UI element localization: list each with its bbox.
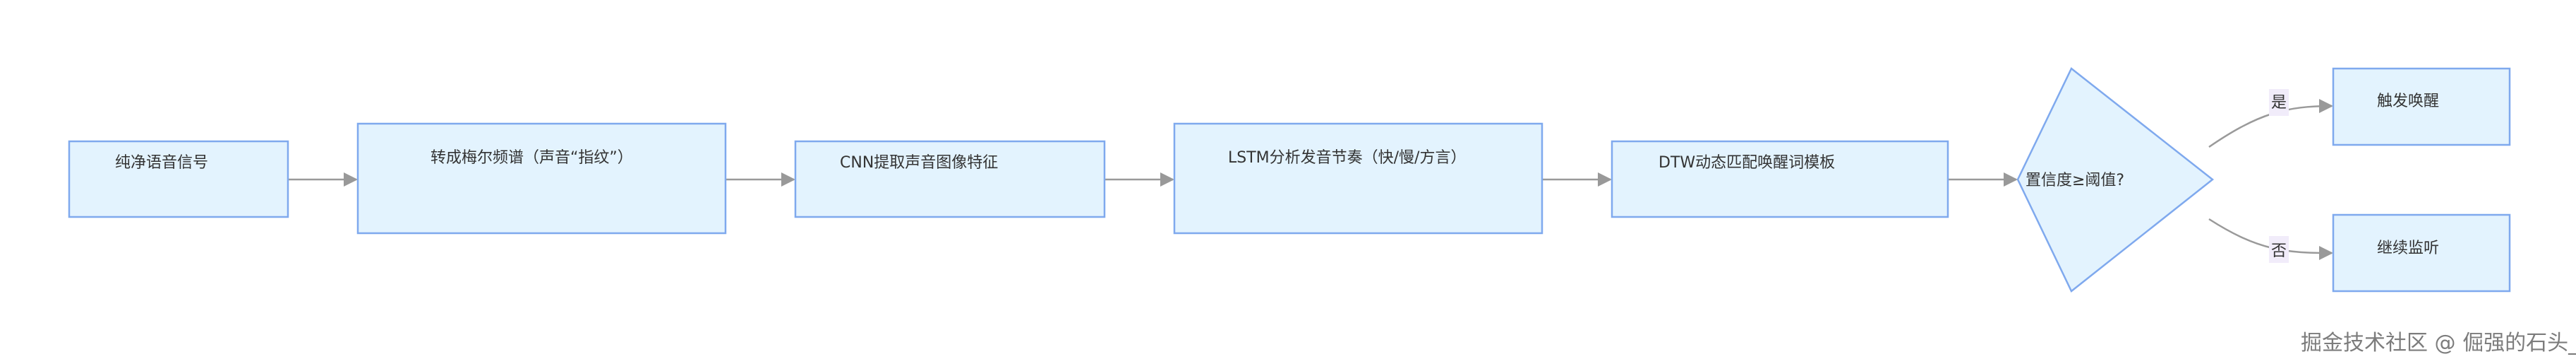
edge-label-no-text: 否 [2271,242,2287,260]
node-label: CNN提取声音图像特征 [840,154,998,172]
node-label: 置信度≥阈值? [2026,172,2124,189]
node-wake: 触发唤醒 [2332,67,2511,146]
node-label: 继续监听 [2377,240,2439,257]
node-dtw: DTW动态匹配唤醒词模板 [1611,140,1949,218]
node-label: DTW动态匹配唤醒词模板 [1659,154,1835,172]
edge-label-yes: 是 [2269,89,2289,116]
node-label: 触发唤醒 [2377,93,2439,110]
node-lstm: LSTM分析发音节奏（快/慢/方言） [1173,122,1543,235]
node-listen: 继续监听 [2332,213,2511,293]
node-label: 转成梅尔频谱（声音“指纹”） [431,149,633,167]
edge-label-no: 否 [2269,236,2289,263]
watermark: 掘金技术社区 @ 倔强的石头_ [2301,331,2576,355]
node-label: 纯净语音信号 [115,154,208,172]
node-mel-spectrogram: 转成梅尔频谱（声音“指纹”） [356,122,727,235]
node-cnn: CNN提取声音图像特征 [794,140,1106,218]
node-clean-signal: 纯净语音信号 [68,140,289,218]
node-decision: 置信度≥阈值? [2016,67,2215,293]
edge-label-yes-text: 是 [2271,94,2287,112]
node-label: LSTM分析发音节奏（快/慢/方言） [1228,149,1466,167]
